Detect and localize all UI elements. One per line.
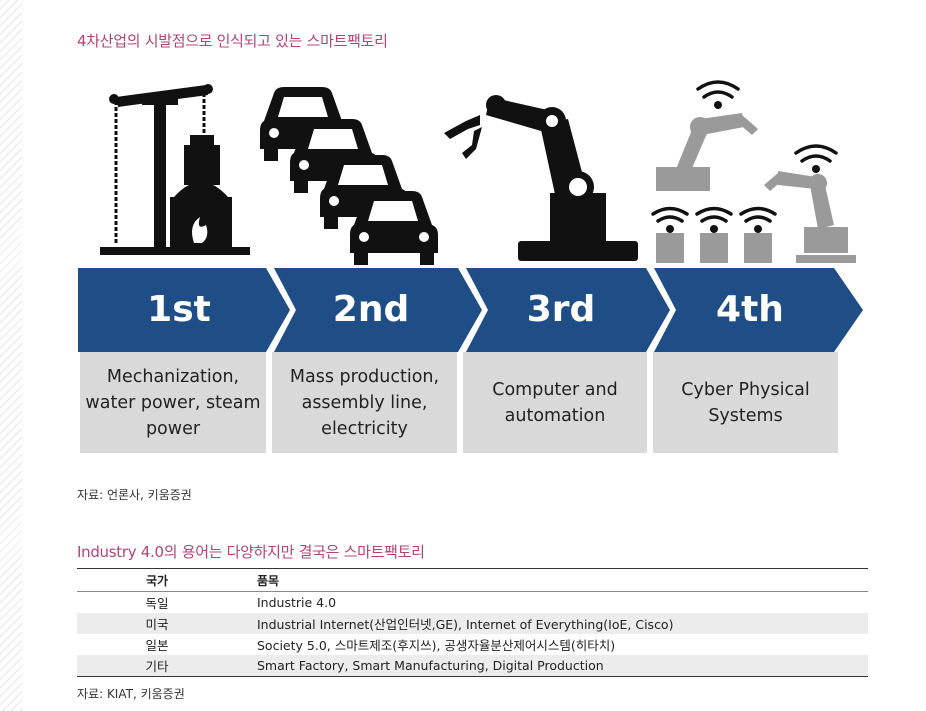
- page-edge-hatch: [0, 0, 22, 711]
- section-title-industry-terms: Industry 4.0의 용어는 다양하지만 결국은 스마트팩토리: [77, 541, 425, 562]
- country-cell: 기타: [77, 655, 237, 677]
- stage-label-3rd: 3rd: [471, 292, 651, 328]
- stage-label-1st: 1st: [89, 292, 269, 328]
- assembly-cars-icon: [260, 87, 438, 265]
- industry-terms-table: 국가 품목 독일 Industrie 4.0 미국 Industrial Int…: [77, 568, 868, 677]
- country-cell: 일본: [77, 634, 237, 655]
- connected-robots-icon: [653, 82, 856, 263]
- table-row: 기타 Smart Factory, Smart Manufacturing, D…: [77, 655, 868, 677]
- stage-label-4th: 4th: [660, 292, 840, 328]
- items-cell: Industrial Internet(산업인터넷,GE), Internet …: [237, 613, 868, 634]
- stage-description-3rd: Computer and automation: [463, 352, 647, 453]
- steam-engine-icon: [100, 84, 250, 255]
- country-cell: 미국: [77, 613, 237, 634]
- table-row: 일본 Society 5.0, 스마트제조(후지쓰), 공생자율분산제어시스템(…: [77, 634, 868, 655]
- items-cell: Industrie 4.0: [237, 592, 868, 614]
- header-country: 국가: [77, 569, 237, 592]
- stage-label-2nd: 2nd: [281, 292, 461, 328]
- items-cell: Society 5.0, 스마트제조(후지쓰), 공생자율분산제어시스템(히타치…: [237, 634, 868, 655]
- stage-description-4th: Cyber Physical Systems: [653, 352, 838, 453]
- section-title-smart-factory: 4차산업의 시발점으로 인식되고 있는 스마트팩토리: [77, 30, 388, 51]
- table-row: 독일 Industrie 4.0: [77, 592, 868, 614]
- header-items: 품목: [237, 569, 868, 592]
- items-cell: Smart Factory, Smart Manufacturing, Digi…: [237, 655, 868, 677]
- robot-arm-icon: [444, 95, 638, 261]
- table-header-row: 국가 품목: [77, 569, 868, 592]
- table-row: 미국 Industrial Internet(산업인터넷,GE), Intern…: [77, 613, 868, 634]
- table-source-note: 자료: KIAT, 키움증권: [77, 685, 185, 702]
- stage-description-2nd: Mass production, assembly line, electric…: [272, 352, 457, 453]
- industry-revolution-illustrations: [78, 75, 868, 270]
- figure-source-note: 자료: 언론사, 키움증권: [77, 486, 192, 503]
- stage-description-1st: Mechanization, water power, steam power: [80, 352, 266, 453]
- country-cell: 독일: [77, 592, 237, 614]
